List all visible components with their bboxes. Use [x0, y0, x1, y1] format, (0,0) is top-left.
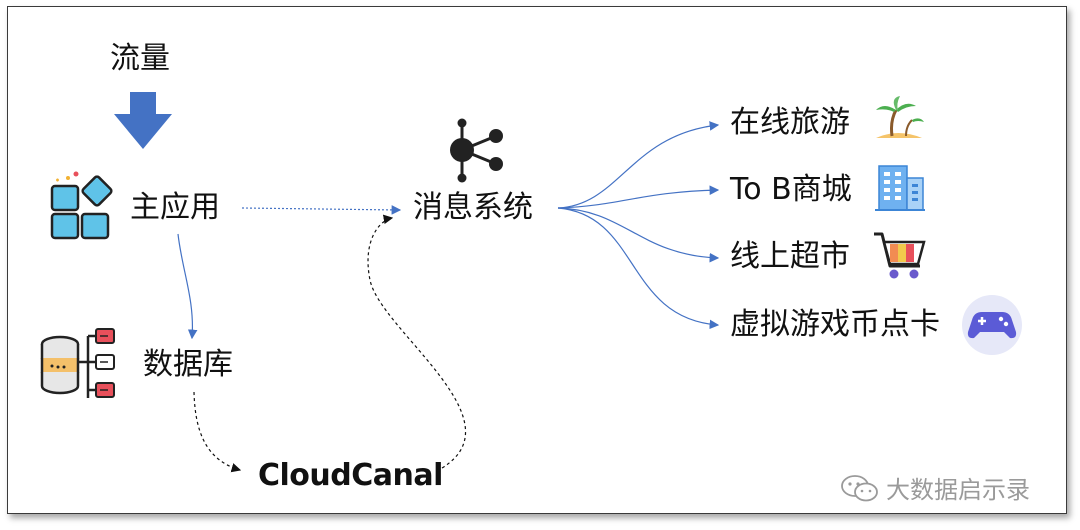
app-blocks-icon [50, 171, 113, 240]
gamepad-icon [962, 295, 1022, 355]
database-to-cloudcanal-arrow [193, 391, 242, 473]
cloudcanal-to-message-arrow [367, 214, 467, 469]
message-hub-icon [450, 118, 503, 183]
app-to-message-arrow [241, 205, 402, 215]
database-icon [40, 328, 115, 398]
message-to-game-arrow [557, 207, 720, 330]
message-to-supermarket-arrow [557, 207, 720, 263]
message-to-travel-arrow [557, 121, 720, 209]
main-app-label: 主应用 [130, 190, 220, 225]
shopping-cart-icon [874, 232, 926, 279]
message-to-b2b-arrow [557, 185, 720, 209]
message-system-label: 消息系统 [413, 190, 533, 225]
traffic-label: 流量 [110, 41, 170, 76]
watermark-text: 大数据启示录 [886, 476, 1030, 504]
office-building-icon [875, 165, 925, 211]
target-game-label: 虚拟游戏币点卡 [730, 307, 940, 342]
cloudcanal-logo: CloudCanal [258, 458, 443, 493]
target-travel-label: 在线旅游 [730, 105, 850, 140]
down-arrow-icon [114, 92, 172, 149]
palm-tree-icon [876, 96, 924, 138]
wechat-icon [841, 474, 878, 501]
app-to-database-arrow [177, 233, 198, 340]
database-label: 数据库 [143, 347, 233, 382]
watermark: 大数据启示录 [840, 470, 1030, 505]
target-supermarket-label: 线上超市 [730, 239, 850, 274]
target-b2b-label: To B商城 [730, 172, 852, 207]
